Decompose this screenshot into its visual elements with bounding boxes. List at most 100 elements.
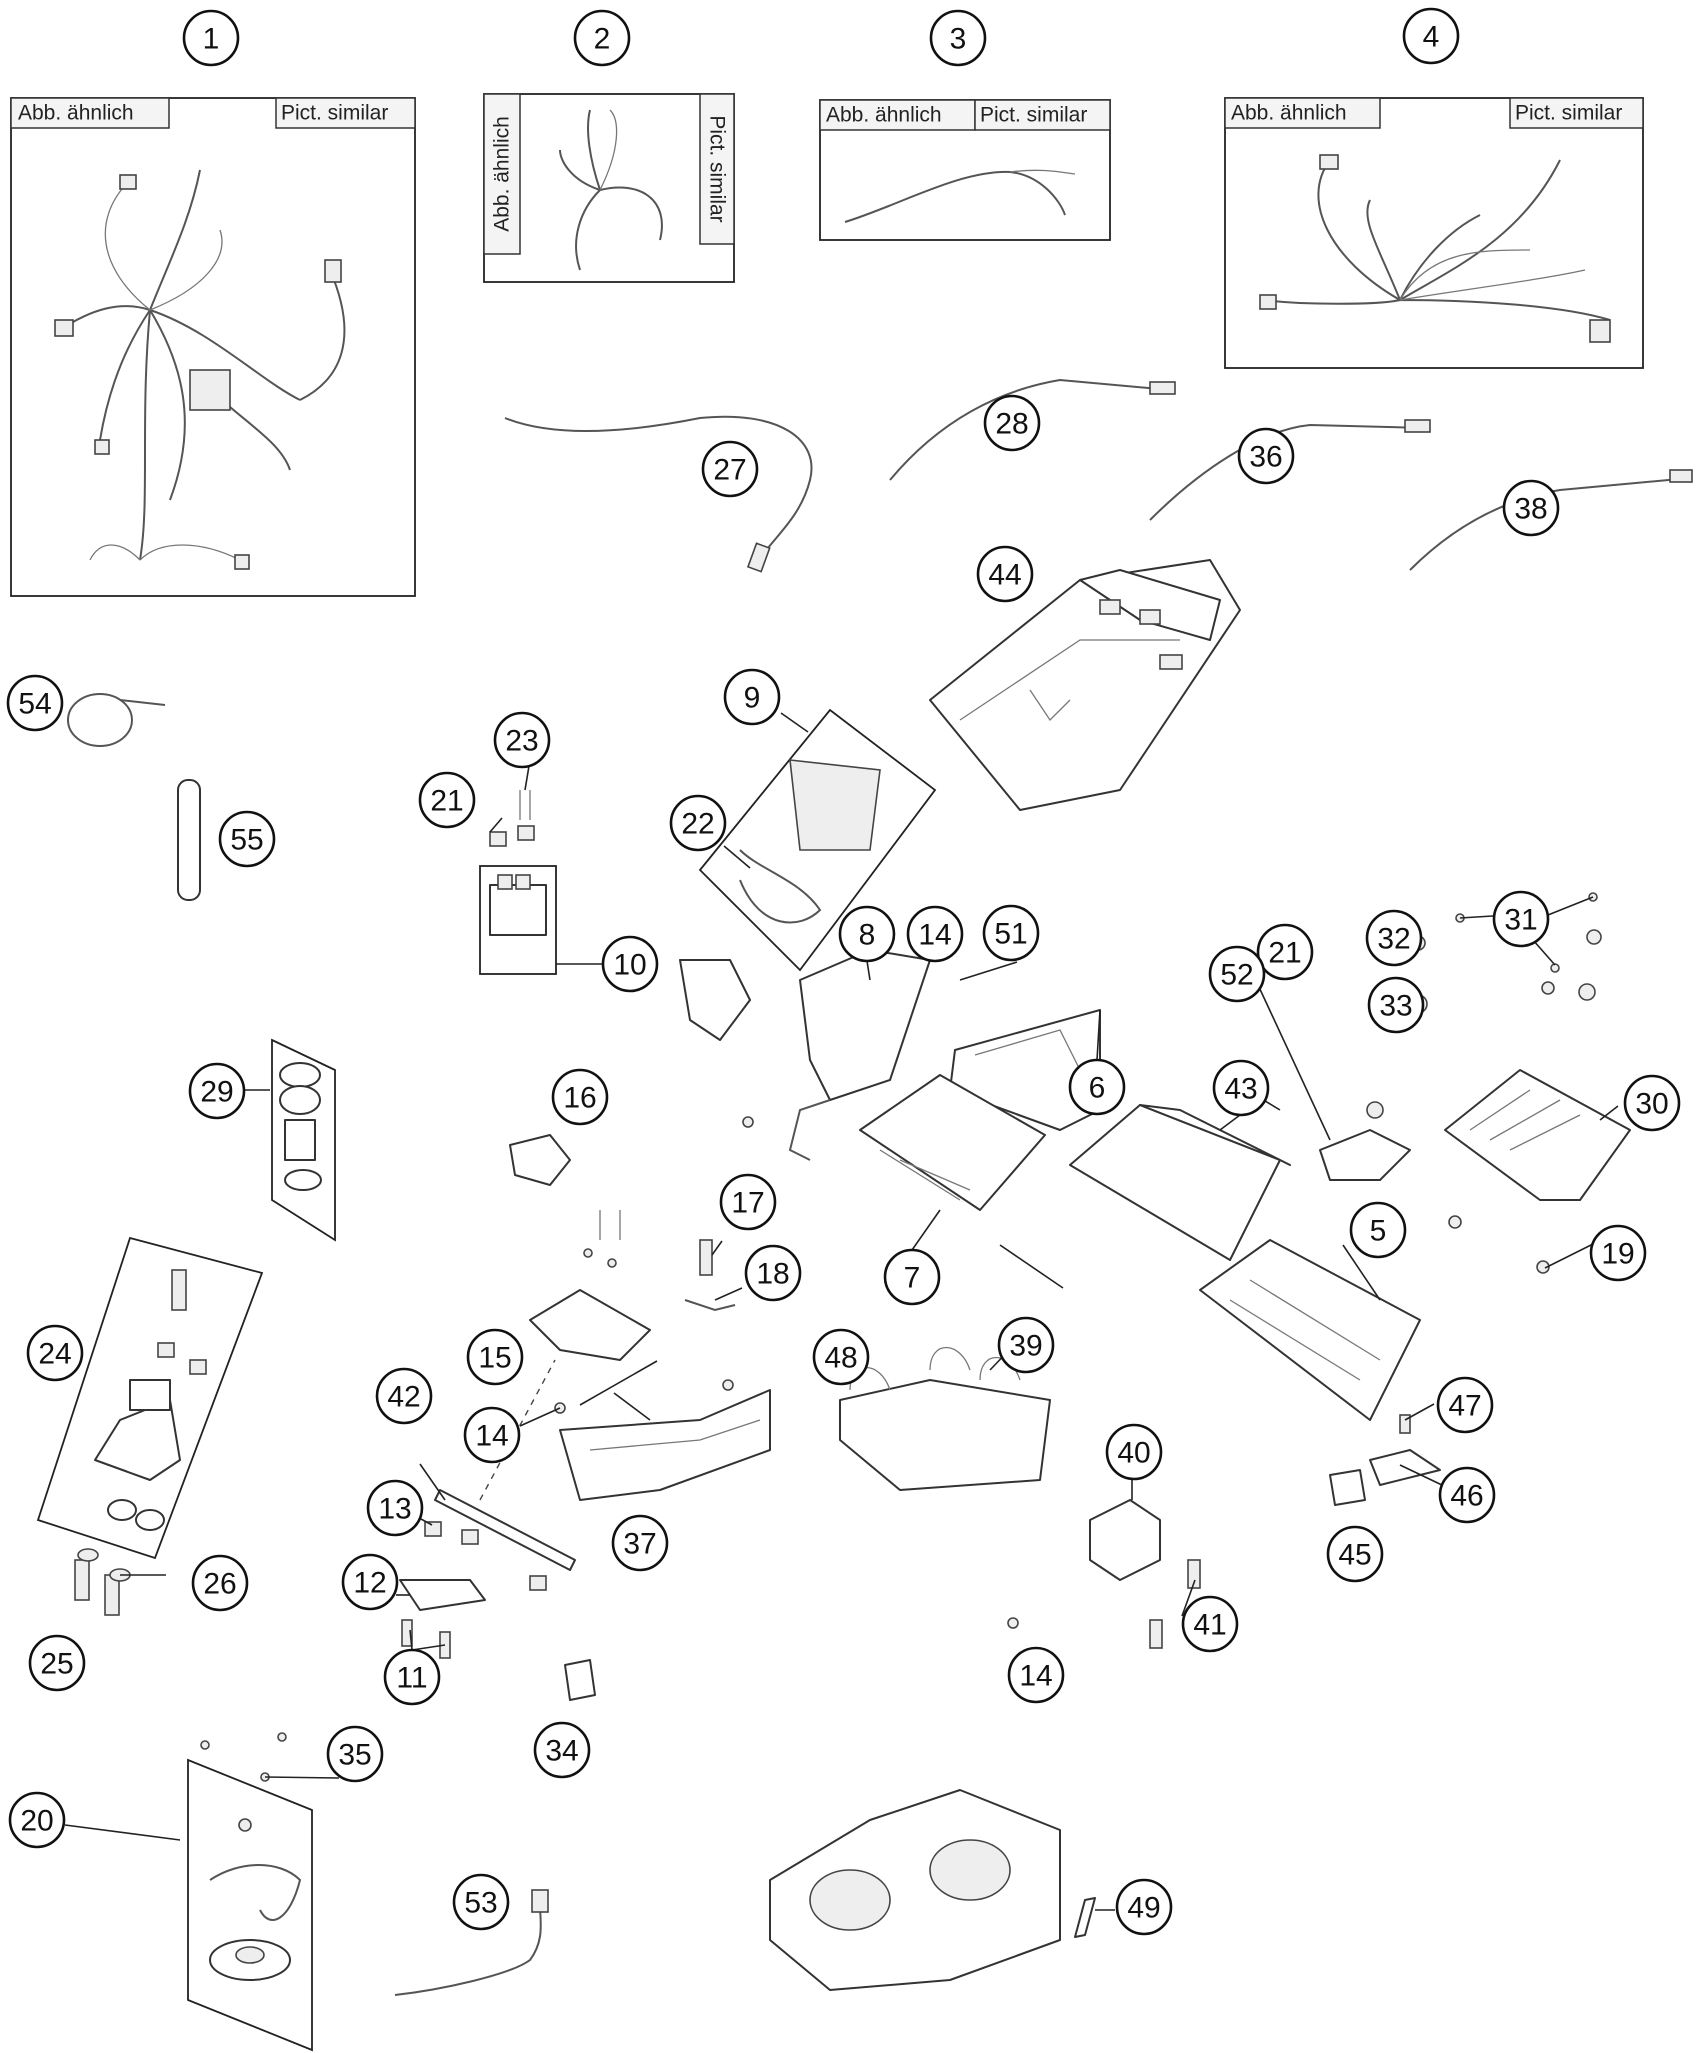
ignition-panel-24 bbox=[36, 1236, 264, 1560]
callout-15: 15 bbox=[466, 1328, 524, 1386]
callouts: 1 2 3 4 5 6 7 8 9 10 11 12 13 14 14 14 1… bbox=[6, 7, 1681, 1936]
callout-39: 39 bbox=[997, 1316, 1055, 1374]
cable-28 bbox=[889, 378, 1171, 481]
part-45-47 bbox=[1329, 1414, 1441, 1506]
svg-text:52: 52 bbox=[1220, 959, 1253, 992]
svg-text:15: 15 bbox=[478, 1342, 511, 1375]
sensor-17-18 bbox=[684, 1239, 736, 1312]
svg-text:51: 51 bbox=[994, 918, 1027, 951]
control-module-30 bbox=[1444, 1069, 1631, 1201]
callout-13: 13 bbox=[366, 1479, 424, 1537]
svg-text:14: 14 bbox=[475, 1420, 508, 1453]
harness-frame-3: Abb. ähnlich Pict. similar bbox=[819, 99, 1111, 241]
harness-frame-1: Abb. ähnlich Pict. similar bbox=[10, 97, 416, 597]
abb-similar-label: Abb. ähnlich bbox=[18, 102, 134, 125]
svg-text:36: 36 bbox=[1249, 441, 1282, 474]
svg-text:32: 32 bbox=[1377, 923, 1410, 956]
callout-35: 35 bbox=[326, 1725, 384, 1783]
svg-text:2: 2 bbox=[594, 23, 611, 56]
callout-30: 30 bbox=[1623, 1074, 1681, 1132]
svg-text:43: 43 bbox=[1224, 1073, 1257, 1106]
cable-tie-54 bbox=[67, 693, 166, 747]
harness-frame-2: Abb. ähnlich Pict. similar bbox=[483, 93, 735, 283]
svg-text:48: 48 bbox=[824, 1342, 857, 1375]
callout-21: 21 bbox=[1256, 923, 1314, 981]
connector-12 bbox=[399, 1579, 486, 1611]
svg-text:19: 19 bbox=[1601, 1238, 1634, 1271]
tray-37 bbox=[479, 1359, 771, 1501]
fuse-holder-15 bbox=[529, 1210, 651, 1361]
callout-42: 42 bbox=[375, 1367, 433, 1425]
svg-text:38: 38 bbox=[1514, 493, 1547, 526]
callout-32: 32 bbox=[1365, 909, 1423, 967]
relay-52 bbox=[1319, 1101, 1411, 1181]
callout-3: 3 bbox=[929, 9, 987, 67]
callout-51: 51 bbox=[982, 904, 1040, 962]
callout-48: 48 bbox=[812, 1328, 870, 1386]
svg-text:37: 37 bbox=[623, 1528, 656, 1561]
fuse-parts-21-23 bbox=[489, 790, 535, 847]
battery-tray-44 bbox=[929, 559, 1241, 811]
callout-7: 7 bbox=[883, 1248, 941, 1306]
callout-47: 47 bbox=[1436, 1376, 1494, 1434]
svg-text:3: 3 bbox=[950, 23, 967, 56]
pict-similar-label: Pict. similar bbox=[980, 104, 1087, 127]
callout-19: 19 bbox=[1589, 1224, 1647, 1282]
callout-21: 21 bbox=[418, 771, 476, 829]
horn-panel-20 bbox=[187, 1732, 313, 2052]
callout-33: 33 bbox=[1367, 976, 1425, 1034]
callout-45: 45 bbox=[1326, 1525, 1384, 1583]
callout-2: 2 bbox=[573, 9, 631, 67]
svg-text:26: 26 bbox=[203, 1568, 236, 1601]
clip-16 bbox=[509, 1134, 571, 1186]
pict-similar-label: Pict. similar bbox=[706, 115, 729, 222]
holder-39 bbox=[839, 1346, 1051, 1491]
svg-text:12: 12 bbox=[353, 1567, 386, 1600]
svg-text:6: 6 bbox=[1089, 1072, 1106, 1105]
svg-text:10: 10 bbox=[613, 949, 646, 982]
svg-text:33: 33 bbox=[1379, 990, 1412, 1023]
callout-44: 44 bbox=[976, 545, 1034, 603]
abb-similar-tag: Abb. ähnlich bbox=[1224, 97, 1381, 129]
svg-text:41: 41 bbox=[1193, 1609, 1226, 1642]
throttle-body-49 bbox=[769, 1789, 1096, 1991]
svg-text:30: 30 bbox=[1635, 1088, 1668, 1121]
svg-text:24: 24 bbox=[38, 1338, 71, 1371]
callout-40: 40 bbox=[1105, 1423, 1163, 1481]
callout-24: 24 bbox=[26, 1324, 84, 1382]
relay-box-10 bbox=[479, 865, 751, 1041]
svg-text:44: 44 bbox=[988, 559, 1021, 592]
connector-13 bbox=[424, 1521, 547, 1591]
svg-text:34: 34 bbox=[545, 1735, 578, 1768]
callout-16: 16 bbox=[551, 1068, 609, 1126]
sensor-40 bbox=[1089, 1499, 1201, 1649]
callout-49: 49 bbox=[1115, 1878, 1173, 1936]
pict-similar-tag: Pict. similar bbox=[1509, 97, 1644, 129]
callout-52: 52 bbox=[1208, 945, 1266, 1003]
svg-text:23: 23 bbox=[505, 725, 538, 758]
callout-14: 14 bbox=[906, 905, 964, 963]
sub-harness-4-drawing bbox=[1259, 154, 1611, 343]
callout-14: 14 bbox=[463, 1406, 521, 1464]
sensor-cable-53 bbox=[394, 1889, 549, 1996]
battery-43 bbox=[1069, 1104, 1291, 1261]
callout-6: 6 bbox=[1068, 1058, 1126, 1116]
callout-28: 28 bbox=[983, 394, 1041, 452]
cable-36 bbox=[1149, 423, 1426, 521]
svg-text:27: 27 bbox=[713, 454, 746, 487]
callout-31: 31 bbox=[1492, 890, 1550, 948]
svg-text:40: 40 bbox=[1117, 1437, 1150, 1470]
callout-41: 41 bbox=[1181, 1595, 1239, 1653]
pict-similar-label: Pict. similar bbox=[1515, 102, 1622, 125]
callout-55: 55 bbox=[218, 810, 276, 868]
abb-similar-tag: Abb. ähnlich bbox=[819, 99, 976, 131]
cable-27 bbox=[504, 415, 813, 561]
svg-text:22: 22 bbox=[681, 808, 714, 841]
battery-cables bbox=[504, 378, 1693, 573]
callout-26: 26 bbox=[191, 1554, 249, 1612]
strap-55 bbox=[177, 779, 201, 901]
svg-text:42: 42 bbox=[387, 1381, 420, 1414]
svg-text:9: 9 bbox=[744, 682, 761, 715]
svg-text:54: 54 bbox=[18, 688, 51, 721]
sub-harness-3-drawing bbox=[844, 170, 1066, 223]
